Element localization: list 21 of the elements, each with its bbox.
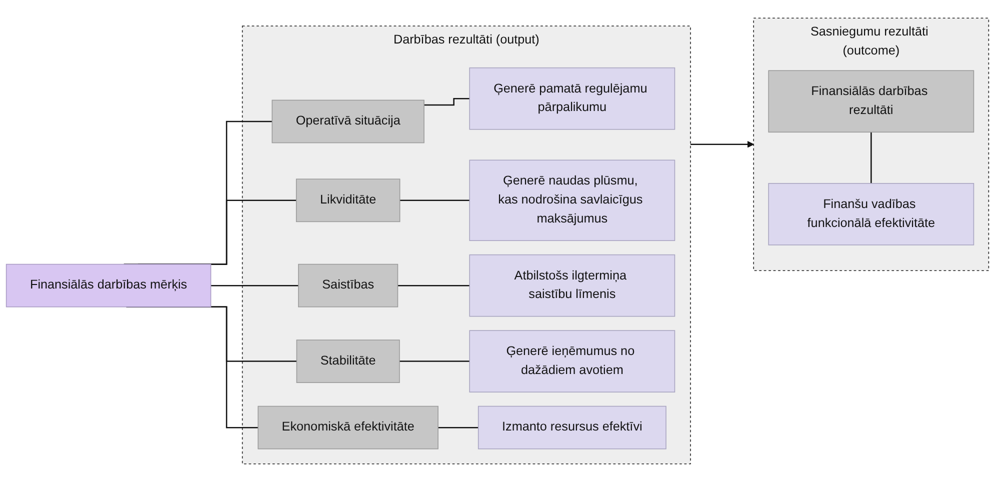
arrow	[690, 140, 754, 148]
connector	[870, 132, 872, 184]
node-box: Ekonomiskā efektivitāte	[258, 406, 438, 450]
node-box: Ģenerē naudas plūsmu, kas nodrošina savlaicīgus maksājumus	[469, 160, 676, 241]
node-box: Likviditāte	[296, 178, 400, 222]
node-box: Finanšu vadības funkcionālā efektivitāte	[768, 183, 974, 246]
connector	[399, 360, 470, 362]
node-box: Finansiālās darbības rezultāti	[768, 70, 974, 133]
node-box: Finansiālās darbības mērķis	[6, 264, 212, 308]
node-box: Ģenerē ieņēmumus no dažādiem avotiem	[469, 330, 676, 392]
connector	[424, 98, 470, 106]
node-box: Saistības	[298, 264, 398, 308]
connector	[438, 426, 479, 428]
connector	[210, 284, 300, 286]
connector	[398, 284, 470, 286]
node-box: Izmanto resursus efektīvi	[478, 406, 666, 450]
node-box: Ģenerē pamatā regulējamu pārpalikumu	[469, 67, 676, 130]
node-box: Atbilstošs ilgtermiņa saistību līmenis	[469, 254, 676, 317]
node-box: Stabilitāte	[296, 340, 400, 383]
connector	[400, 200, 470, 201]
node-box: Operatīvā situācija	[272, 100, 424, 144]
